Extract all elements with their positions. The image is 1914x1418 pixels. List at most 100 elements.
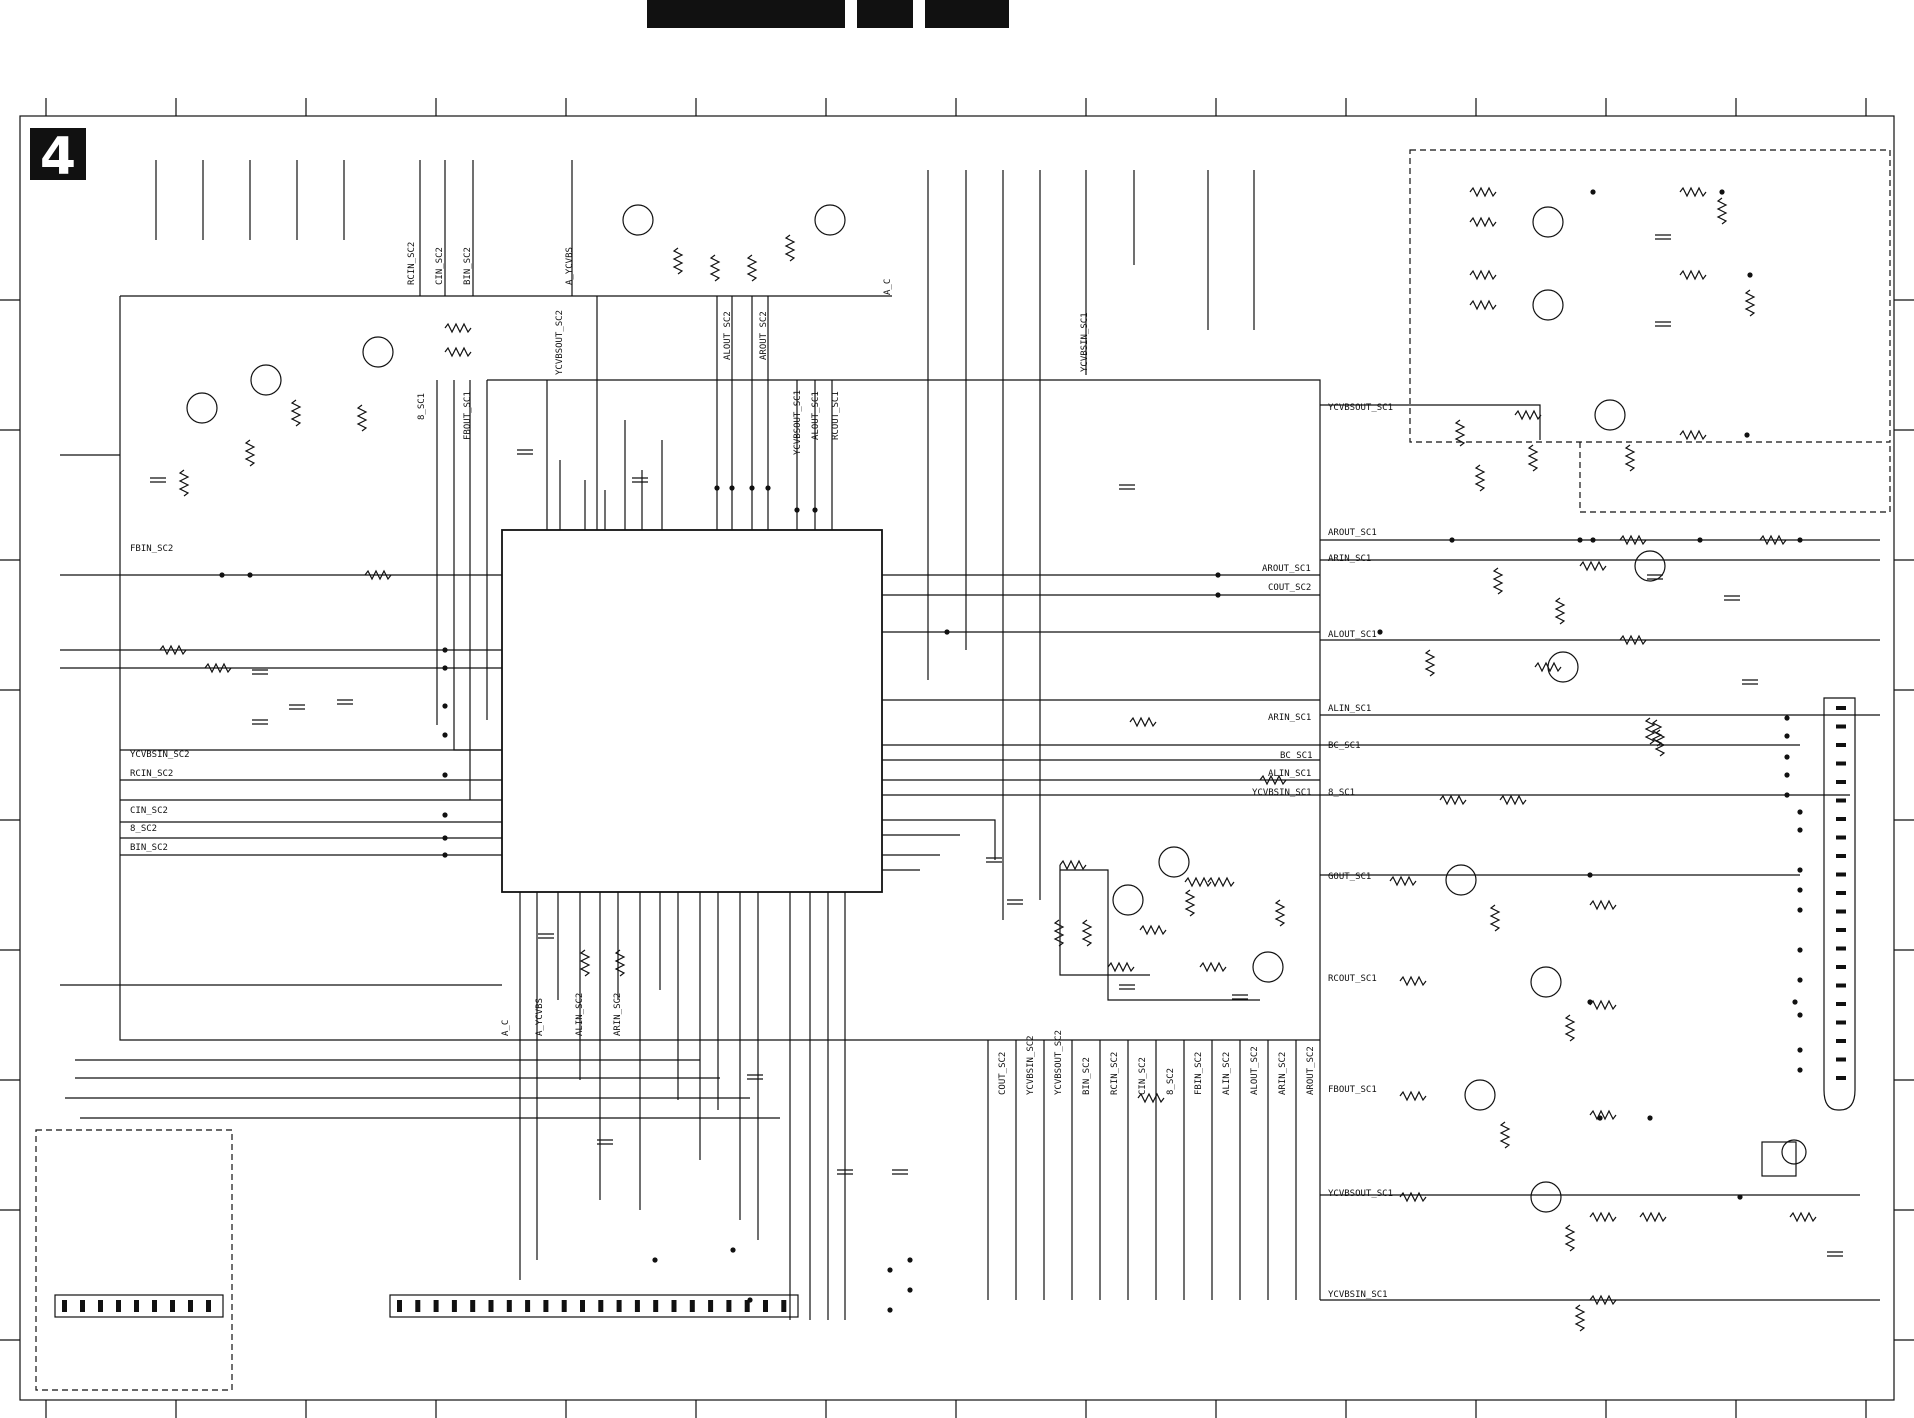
net-label: YCVBSIN_SC2 [130,750,190,760]
connector-pin [80,1300,85,1312]
junction-dot [1597,1115,1603,1121]
resistor [1399,1090,1427,1102]
junction-dot [812,507,818,513]
resistor [1274,899,1286,927]
junction-dot [907,1257,913,1263]
resistor [614,949,626,977]
resistor [1589,1294,1617,1306]
resistor [1644,717,1656,745]
connector-pin [488,1300,494,1312]
sheet-frame [0,98,1914,1418]
connector-pin [98,1300,103,1312]
junction-dot [1797,1047,1803,1053]
resistor [1137,1092,1165,1104]
connector-pin [1836,817,1846,821]
capacitor [1119,484,1135,490]
net-label: YCVBSIN_SC1 [1252,788,1312,798]
resistor [1554,597,1566,625]
junction-dot [765,485,771,491]
capacitor [1119,984,1135,990]
resistor [1574,1304,1586,1332]
junction-dot [1747,272,1753,278]
main-ic [501,529,883,893]
resistor [1399,1191,1427,1203]
junction-dot [442,835,448,841]
net-label: CIN_SC2 [1138,1057,1148,1095]
resistor [1199,961,1227,973]
connectors [54,697,1856,1318]
resistor [204,662,232,674]
resistor [1589,1211,1617,1223]
resistor [1789,1211,1817,1223]
net-label: AROUT_SC2 [759,311,769,360]
passive-components [150,186,1843,1332]
junction-dot [1797,907,1803,913]
connector-pin [1836,780,1846,784]
resistor [709,254,721,282]
connector-pin [744,1300,750,1312]
resistor [1589,899,1617,911]
junction-dot [1577,537,1583,543]
junction-dot [1647,1115,1653,1121]
connector-pin [470,1300,476,1312]
junction-dot [219,572,225,578]
connector-pin [1836,724,1846,729]
junction-dot [1215,592,1221,598]
resistor [1492,567,1504,595]
resistor [1081,919,1093,947]
connector-pin [415,1300,421,1312]
junction-dot [1449,537,1455,543]
resistor [1716,197,1728,225]
junction-dot [887,1307,893,1313]
junction-dot [1697,537,1703,543]
resistor [1184,876,1212,888]
resistor [1759,534,1787,546]
resistor [159,644,187,656]
junction-dot [887,1267,893,1273]
net-label: ARIN_SC2 [1278,1052,1288,1095]
net-label: BIN_SC2 [130,843,168,853]
junction-dot [442,732,448,738]
connector-pin [763,1300,768,1312]
junction-dot [1377,629,1383,635]
capacitor [1655,234,1671,240]
resistor [1469,269,1497,281]
sheet-number: 4 [40,127,76,187]
connector-pin [134,1300,139,1312]
connector-pin [188,1300,193,1312]
resistor [1564,1224,1576,1252]
resistor [672,247,684,275]
junction-dot [907,1287,913,1293]
resistor [1619,634,1647,646]
connector-pin [1836,1020,1846,1025]
net-label: FBOUT_SC1 [1328,1085,1377,1095]
junction-dot [1587,872,1593,878]
resistor [1184,889,1196,917]
net-label: YCVBSOUT_SC1 [1328,403,1393,413]
resistor [1654,729,1666,757]
connector-pin [634,1300,640,1312]
net-labels: RCIN_SC2 CIN_SC2 BIN_SC2 A_YCVBS YCVBSOU… [130,242,1393,1300]
net-label: ALIN_SC2 [575,993,585,1036]
net-label: AROUT_SC2 [1306,1046,1316,1095]
junction-dot [1797,827,1803,833]
capacitor [837,1169,853,1175]
net-label: ALOUT_SC2 [1250,1046,1260,1095]
connector-pin [170,1300,175,1312]
capacitor [632,477,648,483]
resistor [784,234,796,262]
resistor [1619,534,1647,546]
resistor [1624,444,1636,472]
connector-pin [1836,909,1846,914]
resistor [356,404,368,432]
capacitor [892,1169,908,1175]
connector-pin [1836,928,1846,932]
junction-dot [1797,1067,1803,1073]
junction-dot [1587,999,1593,1005]
resistor [1107,961,1135,973]
resistor [1053,919,1065,947]
capacitor [1724,595,1740,601]
bus-wiring [60,160,1880,1320]
net-label: GOUT_SC1 [1328,872,1371,882]
connector-pin [653,1300,659,1312]
